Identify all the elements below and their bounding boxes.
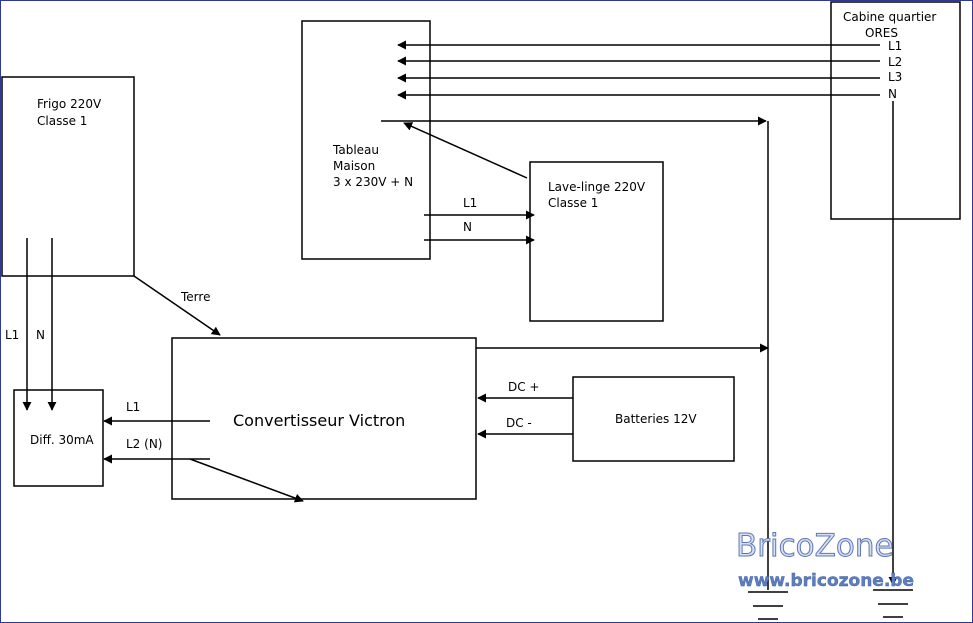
- frigo-l1-label: L1: [5, 328, 19, 342]
- convertisseur-label: Convertisseur Victron: [233, 411, 405, 430]
- tableau-label-2: Maison: [333, 159, 375, 173]
- tableau-label-3: 3 x 230V + N: [333, 175, 413, 189]
- conv-l2-label: L2 (N): [126, 437, 162, 451]
- diff-label: Diff. 30mA: [30, 433, 94, 447]
- watermark-brand: BricoZone: [736, 528, 894, 564]
- wire-conv-internal: [189, 458, 304, 503]
- frigo-n-label: N: [36, 328, 45, 342]
- wire-lavelinge-earth: [403, 122, 528, 179]
- tableau-n-label: N: [463, 220, 472, 234]
- dc-minus-label: DC -: [506, 416, 532, 430]
- tableau-label-1: Tableau: [332, 143, 379, 157]
- cabine-l1-label: L1: [888, 39, 902, 53]
- diff-box: [13, 389, 104, 487]
- cabine-l3-label: L3: [888, 70, 902, 84]
- ground-symbol-left: [748, 591, 788, 620]
- cabine-n-label: N: [888, 87, 897, 101]
- ground-symbol-right: [873, 589, 913, 618]
- frigo-label-2: Classe 1: [37, 114, 87, 128]
- lave-linge-label-1: Lave-linge 220V: [548, 180, 646, 194]
- dc-plus-label: DC +: [508, 380, 540, 394]
- cabine-box: [830, 1, 961, 220]
- conv-l1-label: L1: [126, 400, 140, 414]
- tableau-box: [301, 20, 431, 260]
- wire-terre: [133, 275, 221, 336]
- frigo-label-1: Frigo 220V: [37, 97, 102, 111]
- frigo-box: [1, 76, 135, 277]
- cabine-label-1: Cabine quartier: [843, 10, 936, 24]
- batteries-box: [572, 376, 735, 462]
- batteries-label: Batteries 12V: [615, 412, 697, 426]
- watermark-url: www.bricozone.be: [738, 571, 914, 591]
- lave-linge-label-2: Classe 1: [548, 196, 598, 210]
- convertisseur-box: [171, 337, 477, 500]
- cabine-l2-label: L2: [888, 55, 902, 69]
- cabine-label-2: ORES: [865, 26, 898, 40]
- terre-label: Terre: [180, 290, 210, 304]
- tableau-l1-label: L1: [463, 196, 477, 210]
